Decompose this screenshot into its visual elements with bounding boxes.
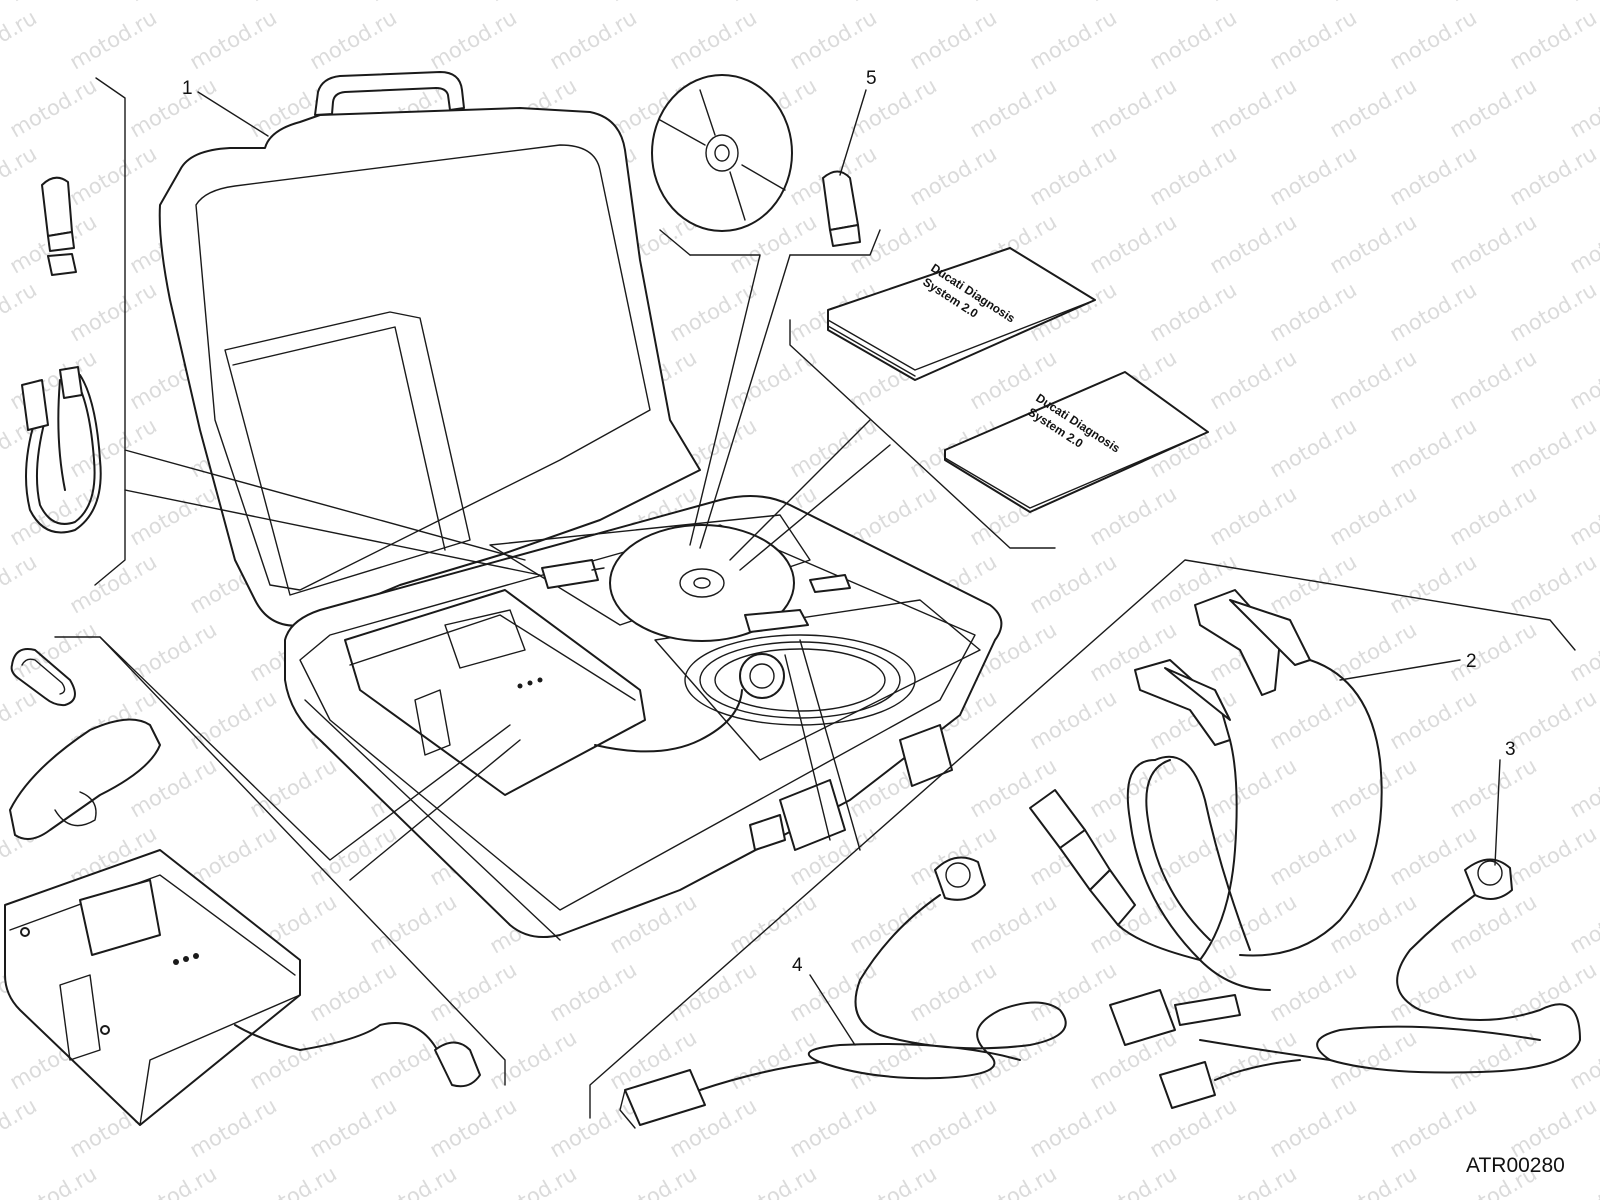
callout-4: 4 <box>792 955 803 976</box>
software-cd <box>651 74 793 232</box>
diagnostic-unit-in-case <box>344 589 646 796</box>
callout-2: 2 <box>1466 651 1477 672</box>
cd-in-case <box>609 524 795 642</box>
cables-in-case <box>594 574 916 753</box>
callout-3: 3 <box>1505 739 1516 760</box>
diagnostic-cable-item-3 <box>1109 858 1581 1109</box>
diagnostic-unit <box>4 849 481 1126</box>
user-manual-1: Ducati Diagnosis System 2.0 <box>827 247 1096 381</box>
diagnostic-cable-item-4 <box>619 856 1067 1129</box>
user-manual-2: Ducati Diagnosis System 2.0 <box>944 371 1209 513</box>
usb-cable-in-case <box>541 559 605 589</box>
usb-cable-coil <box>21 366 102 534</box>
leader-lines <box>54 77 1576 1119</box>
carry-strap <box>9 718 161 840</box>
callout-5: 5 <box>866 68 877 89</box>
usb-dongle <box>41 176 77 276</box>
carabiner <box>10 648 76 707</box>
usb-dongle-item-5 <box>822 170 861 247</box>
battery-clamp-cable-item-2 <box>1029 589 1383 991</box>
drawing-reference-code: ATR00280 <box>1466 1154 1565 1177</box>
callout-1: 1 <box>182 78 193 99</box>
